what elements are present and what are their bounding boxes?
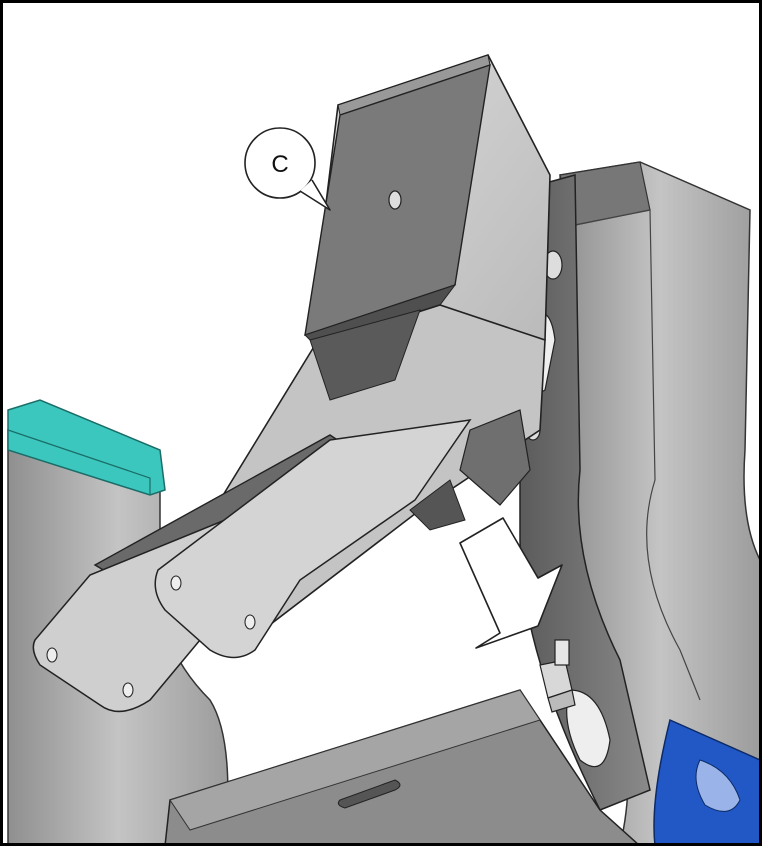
callout-label: C — [271, 151, 288, 178]
foot-hole — [170, 575, 182, 591]
slot-opening — [566, 689, 611, 768]
foot-hole — [46, 647, 58, 663]
bottom-beam — [164, 689, 642, 847]
callout-circle — [244, 127, 316, 199]
callout-leader — [299, 179, 331, 211]
beam-slot — [337, 779, 401, 809]
bracket-hole — [388, 190, 402, 210]
foot-hole — [244, 614, 256, 630]
foot-hole — [122, 682, 134, 698]
bolt — [539, 639, 576, 713]
teal-cap — [7, 399, 166, 496]
arrow-down-left-icon — [459, 517, 563, 649]
bracket-c — [32, 54, 551, 713]
callout-c: C — [244, 127, 331, 211]
